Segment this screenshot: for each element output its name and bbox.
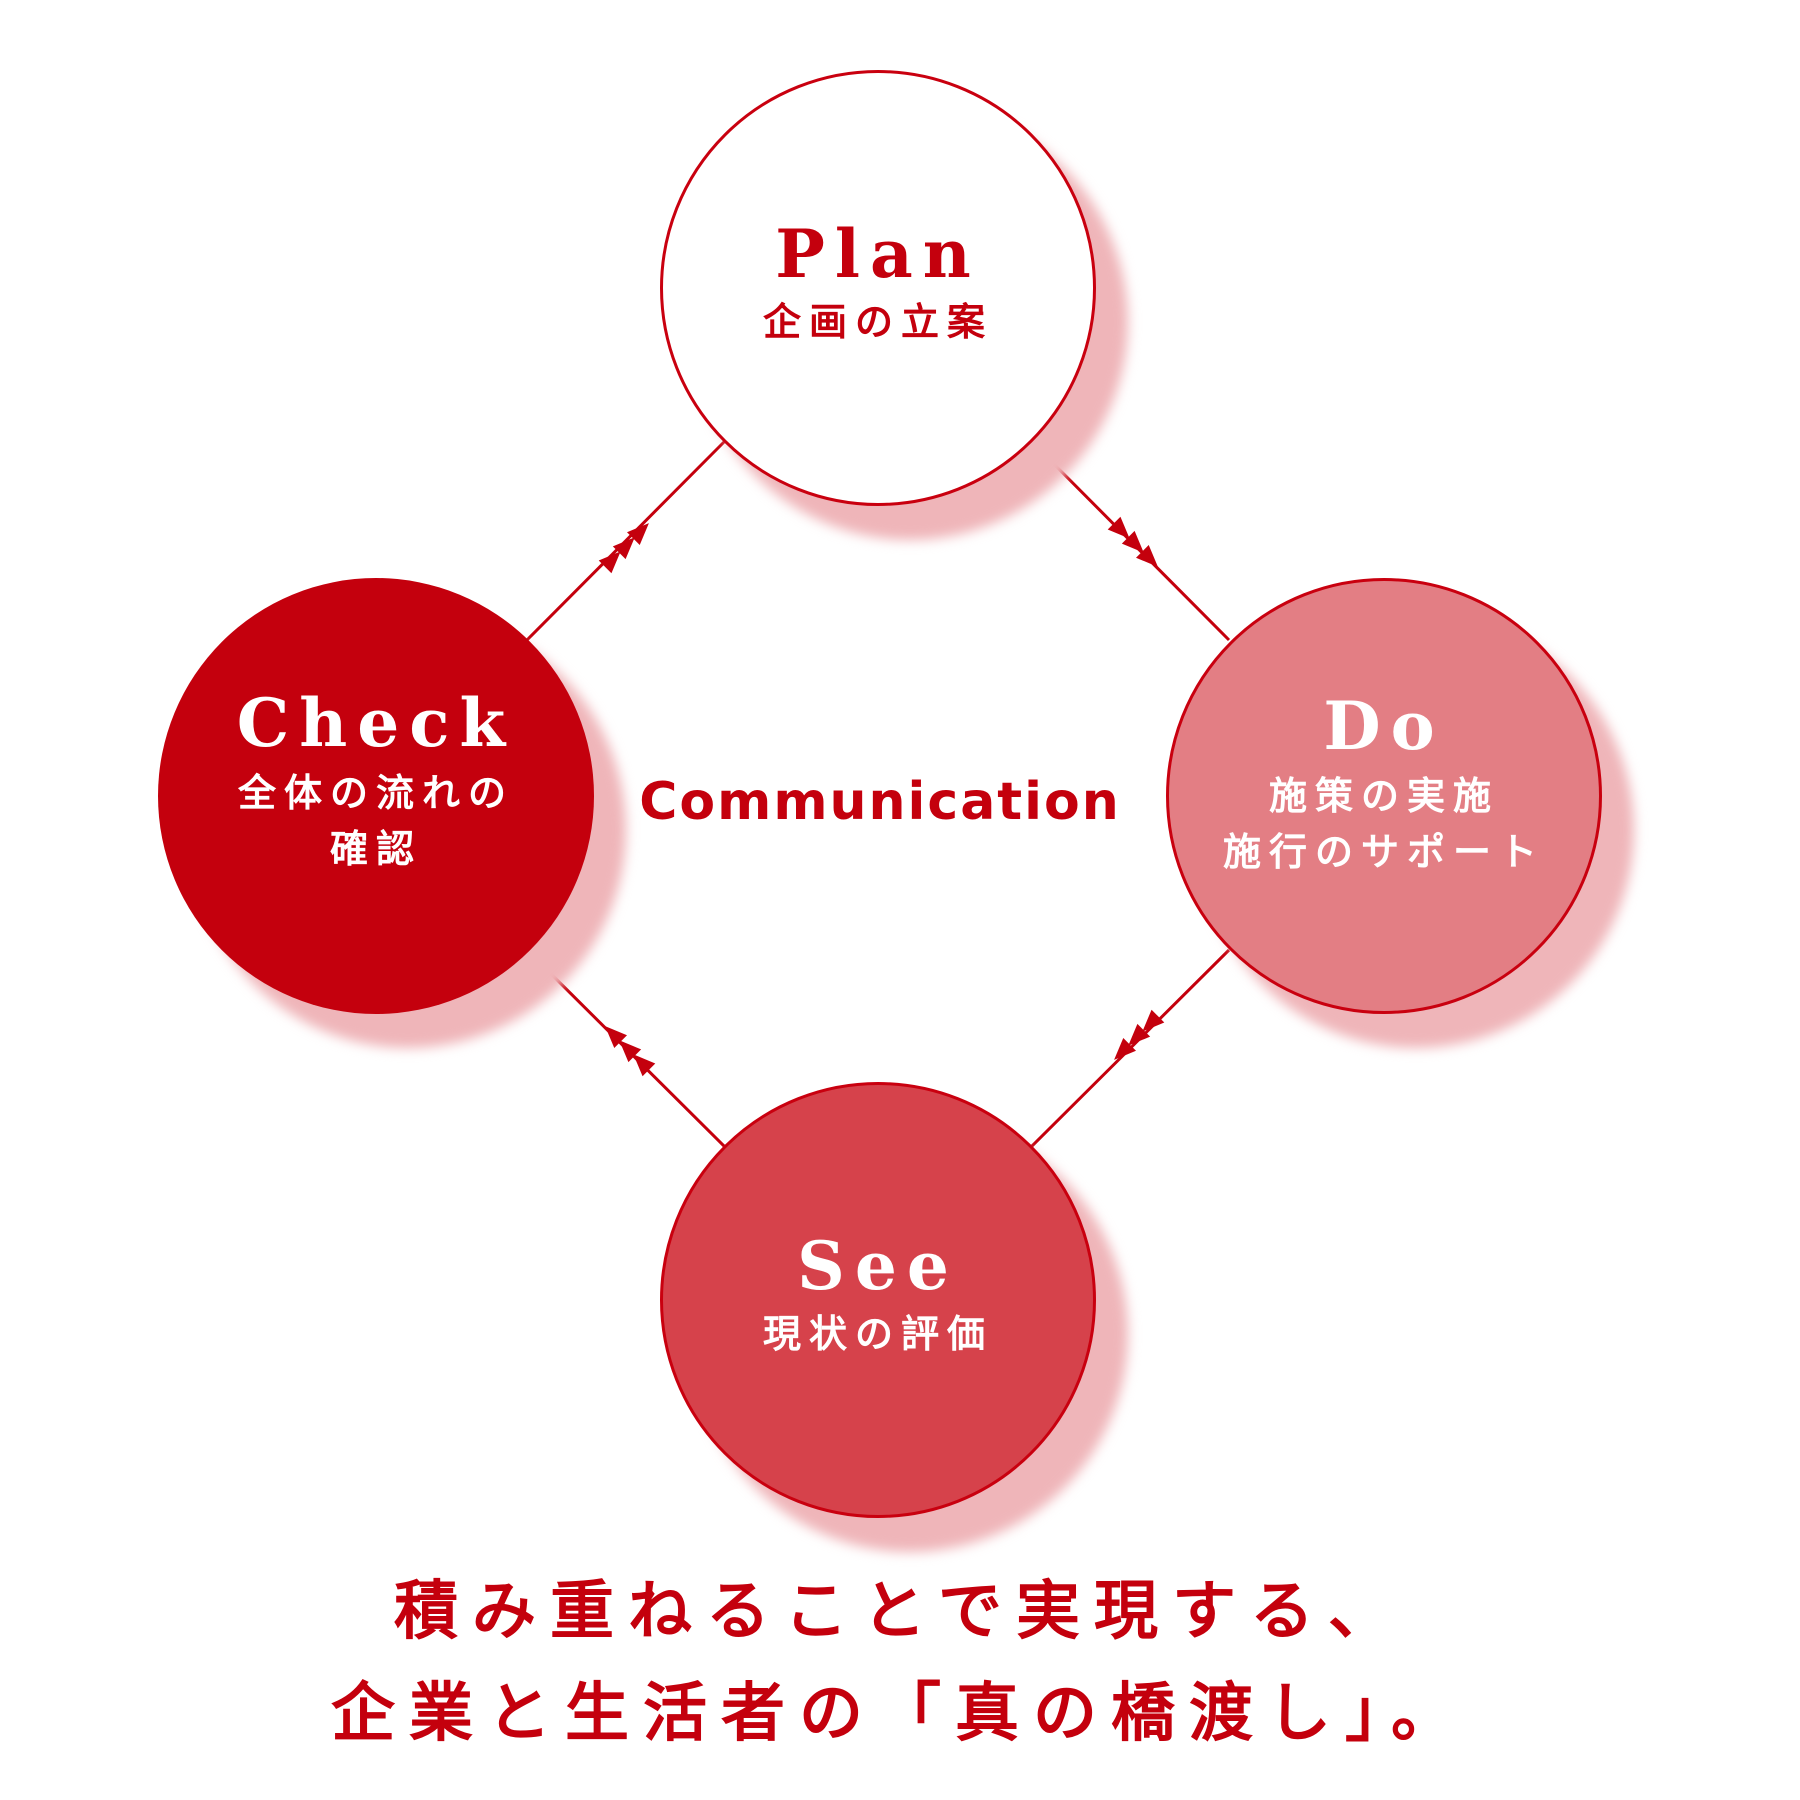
- arrowhead-do-see: [1114, 1038, 1136, 1060]
- do-circle: Do 施策の実施 施行のサポート: [1166, 578, 1602, 1014]
- arrowhead-plan-do: [1107, 516, 1130, 539]
- arrowhead-do-see: [1142, 1009, 1165, 1032]
- check-description-line-2: 確認: [329, 826, 422, 871]
- connector-check-plan: [525, 440, 726, 642]
- do-description-line-1: 施策の実施: [1268, 773, 1499, 818]
- plan-description: 企画の立案: [762, 299, 993, 344]
- arrowhead-check-plan: [627, 523, 649, 545]
- see-description: 現状の評価: [762, 1311, 993, 1356]
- center-label: Communication: [639, 772, 1121, 832]
- plan-circle: Plan 企画の立案: [660, 70, 1096, 506]
- check-description-line-1: 全体の流れの: [237, 770, 514, 815]
- arrowhead-see-check: [619, 1040, 642, 1063]
- do-title: Do: [1323, 687, 1445, 765]
- arrowhead-see-check: [633, 1054, 656, 1077]
- see-title: See: [797, 1227, 959, 1305]
- tagline-line-2: 企業と生活者の「真の橋渡し」。: [331, 1677, 1469, 1751]
- arrowhead-check-plan: [612, 537, 635, 560]
- check-circle: Check 全体の流れの 確認: [158, 578, 594, 1014]
- do-description-line-2: 施行のサポート: [1222, 829, 1545, 874]
- arrowhead-do-see: [1128, 1023, 1151, 1046]
- arrowhead-plan-do: [1121, 530, 1144, 553]
- check-title: Check: [236, 684, 516, 762]
- arrowhead-plan-do: [1136, 545, 1158, 567]
- tagline-line-1: 積み重ねることで実現する、: [393, 1575, 1407, 1649]
- plan-title: Plan: [775, 215, 981, 293]
- see-circle: See 現状の評価: [660, 1082, 1096, 1518]
- arrowhead-see-check: [605, 1026, 627, 1048]
- arrowhead-check-plan: [598, 551, 621, 574]
- connector-arrowheads: [598, 516, 1165, 1077]
